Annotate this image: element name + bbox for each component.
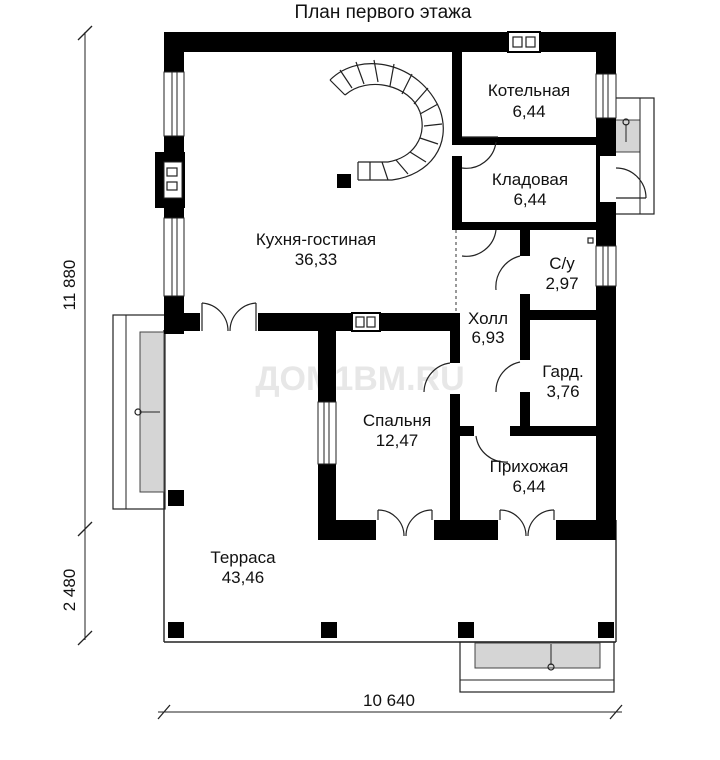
room-name-entrance: Прихожая bbox=[490, 457, 569, 476]
room-name-pantry: Кладовая bbox=[492, 170, 568, 189]
room-name-hall: Холл bbox=[468, 309, 508, 328]
room-name-terrace: Терраса bbox=[210, 548, 276, 567]
terrace-steps-left bbox=[112, 314, 166, 510]
room-name-kitchen: Кухня-гостиная bbox=[256, 230, 376, 249]
room-labels: Кухня-гостиная 36,33 Котельная 6,44 Клад… bbox=[210, 81, 583, 587]
room-area-terrace: 43,46 bbox=[222, 568, 265, 587]
plan-title: План первого этажа bbox=[295, 2, 472, 23]
windows bbox=[163, 71, 617, 465]
room-name-wardrobe: Гард. bbox=[542, 362, 583, 381]
room-area-wc: 2,97 bbox=[545, 274, 578, 293]
terrace-steps-bottom bbox=[459, 641, 615, 693]
dimension-height-total: 11 880 bbox=[60, 260, 79, 311]
openings bbox=[200, 156, 616, 540]
watermark: ДОМ1ВМ.RU bbox=[255, 360, 464, 398]
dimension-height-terrace: 2 480 bbox=[60, 569, 79, 612]
room-area-pantry: 6,44 bbox=[513, 190, 546, 209]
room-area-boiler: 6,44 bbox=[512, 102, 545, 121]
room-area-wardrobe: 3,76 bbox=[546, 382, 579, 401]
room-area-hall: 6,93 bbox=[471, 328, 504, 347]
room-area-entrance: 6,44 bbox=[512, 477, 545, 496]
doors bbox=[201, 136, 647, 537]
room-name-wc: С/у bbox=[549, 254, 575, 273]
room-area-bedroom: 12,47 bbox=[376, 431, 419, 450]
dimension-lines bbox=[77, 25, 623, 720]
entry-steps-right bbox=[613, 97, 655, 215]
room-area-kitchen: 36,33 bbox=[295, 250, 338, 269]
room-name-bedroom: Спальня bbox=[363, 411, 431, 430]
spiral-staircase bbox=[329, 59, 444, 181]
room-name-boiler: Котельная bbox=[488, 81, 570, 100]
ventilation-ducts bbox=[155, 31, 594, 332]
dimension-width-total: 10 640 bbox=[363, 691, 415, 710]
